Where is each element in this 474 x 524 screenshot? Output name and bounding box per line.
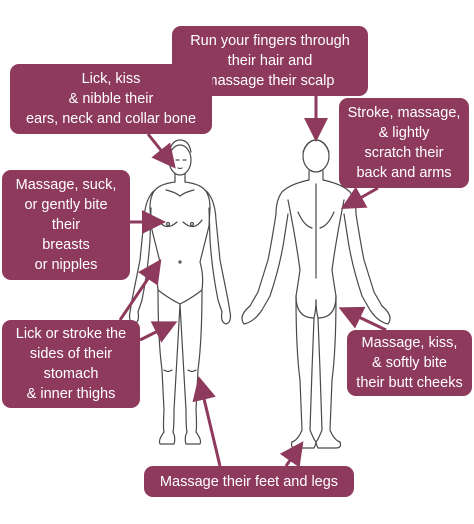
arrow-stomach-side	[118, 259, 162, 321]
callout-hair-line-2: their hair and	[227, 53, 313, 69]
callout-breasts-line-5: or nipples	[34, 257, 98, 273]
callout-back-line-3: scratch their	[364, 145, 444, 161]
callout-butt-line-2: & softly bite	[372, 355, 447, 371]
callout-stomach-line-1: Lick or stroke the	[15, 326, 127, 342]
callout-hair-line-1: Run your fingers through	[190, 33, 350, 49]
callout-breasts: Massage, suck, or gently bite their brea…	[2, 170, 130, 280]
callout-stomach-line-3: stomach	[43, 366, 99, 382]
arrow-inner-thigh	[139, 321, 178, 343]
callout-stomach-line-4: & inner thighs	[26, 386, 116, 402]
arrow-ears	[146, 133, 176, 169]
arrow-feet-front	[192, 376, 222, 467]
callout-breasts-line-3: their	[51, 217, 81, 233]
callout-breasts-line-1: Massage, suck,	[15, 177, 117, 193]
callout-ears-neck: Lick, kiss & nibble their ears, neck and…	[10, 64, 212, 134]
callout-butt: Massage, kiss, & softly bite their butt …	[347, 330, 472, 396]
callout-back-line-2: & lightly	[378, 125, 430, 141]
arrow-butt	[338, 306, 387, 332]
callout-back-line-4: back and arms	[356, 165, 452, 181]
back-figure	[241, 139, 391, 449]
callout-hair-line-3: massage their scalp	[205, 73, 335, 89]
callout-stomach-line-2: sides of their	[29, 346, 113, 362]
callout-breasts-line-4: breasts	[42, 237, 90, 253]
front-figure	[128, 139, 232, 445]
arrow-back	[340, 186, 379, 209]
callout-feet-legs: Massage their feet and legs	[144, 466, 354, 497]
callout-stomach-thighs: Lick or stroke the sides of their stomac…	[2, 320, 140, 408]
arrow-feet-back	[279, 441, 304, 468]
callout-back-arms: Stroke, massage, & lightly scratch their…	[339, 98, 469, 188]
callout-breasts-line-2: or gently bite	[24, 197, 108, 213]
callout-ears-line-1: Lick, kiss	[81, 71, 141, 87]
callout-ears-line-3: ears, neck and collar bone	[25, 111, 197, 127]
callout-butt-line-3: their butt cheeks	[356, 375, 463, 391]
callout-feet-line-1: Massage their feet and legs	[159, 473, 339, 490]
arrows	[118, 96, 387, 468]
callout-butt-line-1: Massage, kiss,	[361, 335, 458, 351]
callout-ears-line-2: & nibble their	[68, 91, 154, 107]
callout-back-line-1: Stroke, massage,	[347, 105, 461, 121]
